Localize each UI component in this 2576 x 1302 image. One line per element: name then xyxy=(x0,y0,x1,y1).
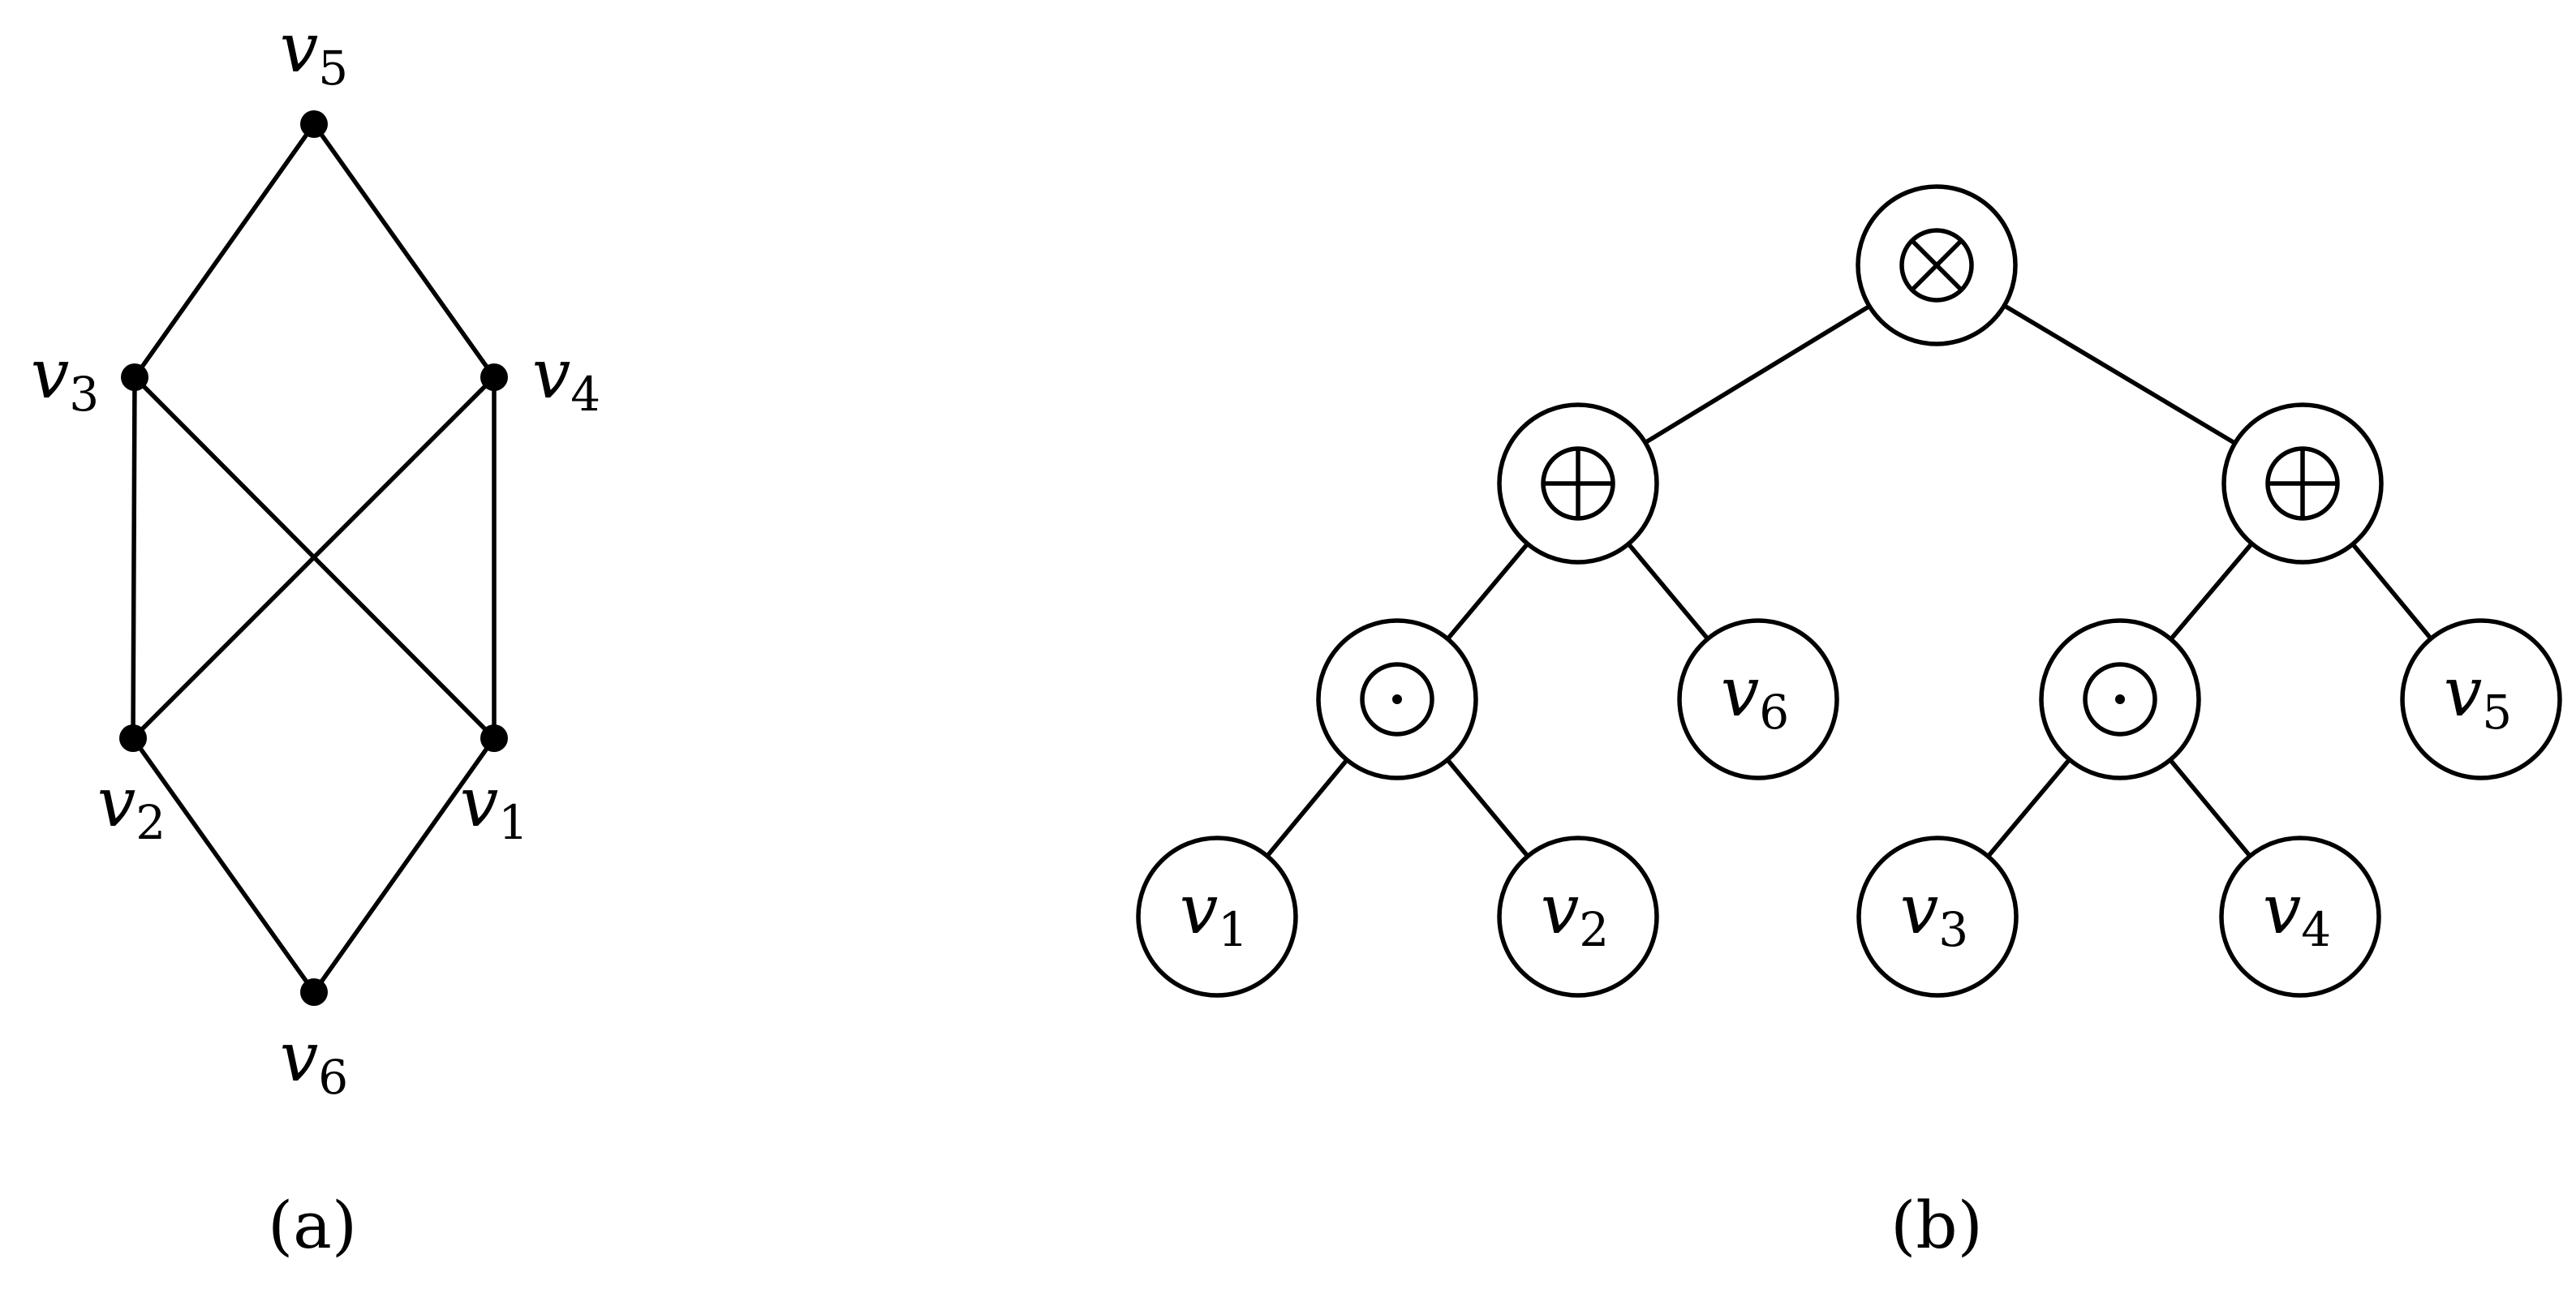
graph-vertex-v3 xyxy=(121,363,148,391)
tree-nodes: v6 v5 v1 v2 v3 v4 xyxy=(1136,184,2562,998)
odot-icon xyxy=(1360,662,1434,737)
tree-node-leaf-v4: v4 xyxy=(2219,836,2381,998)
graph-vertex-v4 xyxy=(480,363,508,391)
tree-node-leaf-v3: v3 xyxy=(1856,836,2019,998)
graph-vertex-v1 xyxy=(480,724,508,752)
tree-leaf-label-leaf-v6: v6 xyxy=(1721,652,1789,740)
graph-edge-v1-v6 xyxy=(312,736,497,995)
graph-label-v6: v6 xyxy=(280,1017,348,1105)
tree-leaf-label-leaf-v1: v1 xyxy=(1180,870,1248,957)
graph-vertex-v6 xyxy=(300,978,328,1006)
oplus-icon xyxy=(2265,446,2340,521)
tree-leaf-label-leaf-v3: v3 xyxy=(1900,870,1968,957)
tree-node-plusR xyxy=(2221,402,2384,565)
otimes-icon xyxy=(1899,228,1974,303)
tree-node-leaf-v5: v5 xyxy=(2400,618,2562,780)
graph-label-v3: v3 xyxy=(31,334,99,422)
graph-edge-v5-v4 xyxy=(312,122,497,380)
graph-edge-v2-v6 xyxy=(131,736,316,995)
graph-vertex-v2 xyxy=(119,724,147,752)
graph-label-v4: v4 xyxy=(532,334,600,422)
graph-edges xyxy=(131,122,497,995)
graph-a: v5 v3 v4 v2 v1 v6 xyxy=(31,8,600,1105)
tree-edge-plusL-leaf-v6 xyxy=(1626,541,1710,642)
tree-node-root xyxy=(1856,184,2018,346)
caption-b: (b) xyxy=(1890,1188,1983,1263)
tree-node-leaf-v1: v1 xyxy=(1136,836,1298,998)
tree-edge-dotL-leaf-v1 xyxy=(1265,757,1349,859)
tree-node-dotL xyxy=(1316,618,1478,780)
graph-label-v5: v5 xyxy=(280,8,348,96)
tree-edge-plusL-dotL xyxy=(1445,541,1530,642)
tree-edges xyxy=(1265,303,2433,859)
graph-labels: v5 v3 v4 v2 v1 v6 xyxy=(31,8,600,1105)
graph-edge-v3-v2 xyxy=(131,375,137,741)
tree-node-dotR xyxy=(2039,618,2201,780)
graph-edge-v5-v3 xyxy=(132,122,316,380)
tree-leaf-label-leaf-v4: v4 xyxy=(2263,870,2331,957)
tree-node-plusL xyxy=(1497,402,1659,565)
graph-label-v1: v1 xyxy=(460,763,528,850)
tree-edge-dotR-leaf-v4 xyxy=(2168,757,2252,859)
graph-edge-v4-v2 xyxy=(131,375,497,741)
tree-edge-root-plusR xyxy=(2002,303,2238,446)
tree-node-leaf-v6: v6 xyxy=(1677,618,1839,780)
tree-edge-dotL-leaf-v2 xyxy=(1445,757,1530,859)
oplus-icon xyxy=(1541,446,1615,521)
odot-icon xyxy=(2083,662,2157,737)
tree-edge-dotR-leaf-v3 xyxy=(1985,757,2072,859)
tree-leaf-label-leaf-v5: v5 xyxy=(2444,652,2512,740)
graph-label-v2: v2 xyxy=(97,763,166,850)
tree-edge-plusR-leaf-v5 xyxy=(2350,541,2433,642)
tree-edge-plusR-dotR xyxy=(2168,541,2255,642)
tree-edge-root-plusL xyxy=(1643,303,1872,445)
graph-vertices xyxy=(119,110,508,1006)
tree-node-leaf-v2: v2 xyxy=(1497,836,1659,998)
tree-b: v6 v5 v1 v2 v3 v4 xyxy=(1136,184,2562,998)
caption-a: (a) xyxy=(268,1188,357,1263)
graph-vertex-v5 xyxy=(300,110,328,138)
tree-leaf-label-leaf-v2: v2 xyxy=(1541,870,1609,957)
